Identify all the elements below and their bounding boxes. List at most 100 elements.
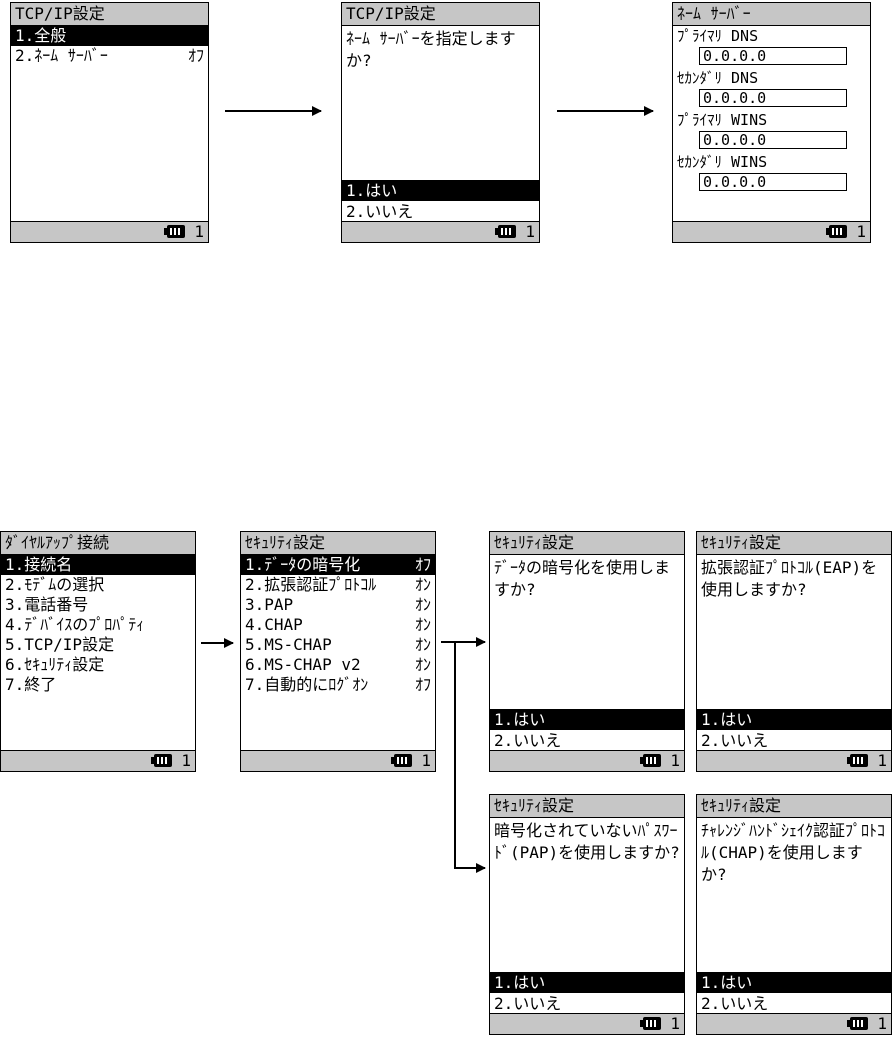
menu-item-pap[interactable]: 3.PAP ｵﾝ: [241, 595, 435, 615]
menu-item-value: ｵﾝ: [414, 615, 431, 634]
status-bar: 1: [490, 1013, 684, 1034]
options-list: 1.はい 2.いいえ: [697, 972, 891, 1014]
chap-confirm-screen: ｾｷｭﾘﾃｨ設定 ﾁｬﾚﾝｼﾞﾊﾝﾄﾞｼｪｲｸ認証ﾌﾟﾛﾄｺﾙ(CHAP)を使用…: [696, 794, 892, 1035]
menu-item-label: 5.MS-CHAP: [245, 635, 332, 654]
status-number: 1: [421, 751, 431, 770]
question-text: ﾈｰﾑ ｻｰﾊﾞｰを指定しますか?: [346, 29, 516, 70]
primary-dns-field[interactable]: 0.0.0.0: [699, 47, 847, 65]
menu-item-label: 7.自動的にﾛｸﾞｵﾝ: [245, 675, 369, 694]
question-text: ﾁｬﾚﾝｼﾞﾊﾝﾄﾞｼｪｲｸ認証ﾌﾟﾛﾄｺﾙ(CHAP)を使用しますか?: [701, 821, 886, 884]
menu-item-value: ｵﾝ: [414, 575, 431, 594]
status-number: 1: [670, 1014, 680, 1033]
option-no[interactable]: 2.いいえ: [494, 994, 562, 1013]
menu-item-name-server[interactable]: 2.ﾈｰﾑ ｻｰﾊﾞｰ ｵﾌ: [11, 46, 208, 66]
primary-wins-field[interactable]: 0.0.0.0: [699, 131, 847, 149]
menu-item-label: 1.全般: [15, 26, 67, 45]
options-list: 1.はい 2.いいえ: [490, 972, 684, 1014]
option-yes[interactable]: 1.はい: [342, 180, 539, 201]
status-number: 1: [877, 751, 887, 770]
options-list: 1.はい 2.いいえ: [490, 709, 684, 751]
battery-icon: [847, 754, 868, 767]
menu-item-auto-logon[interactable]: 7.自動的にﾛｸﾞｵﾝ ｵﾌ: [241, 675, 435, 695]
option-yes[interactable]: 1.はい: [490, 972, 684, 993]
menu-item-label: 6.MS-CHAP v2: [245, 655, 361, 674]
menu-item-eap[interactable]: 2.拡張認証ﾌﾟﾛﾄｺﾙ ｵﾝ: [241, 575, 435, 595]
secondary-dns-label: ｾｶﾝﾀﾞﾘ DNS: [677, 69, 759, 87]
option-yes[interactable]: 1.はい: [490, 709, 684, 730]
battery-icon: [847, 1017, 868, 1030]
screen-title: ｾｷｭﾘﾃｨ設定: [490, 795, 684, 818]
menu-item-data-encryption[interactable]: 1.ﾃﾞｰﾀの暗号化 ｵﾌ: [241, 555, 435, 575]
secondary-dns-field[interactable]: 0.0.0.0: [699, 89, 847, 107]
menu-item-label: 2.ﾈｰﾑ ｻｰﾊﾞｰ: [15, 46, 108, 65]
status-number: 1: [525, 222, 535, 241]
option-yes[interactable]: 1.はい: [697, 709, 891, 730]
menu-item-chap[interactable]: 4.CHAP ｵﾝ: [241, 615, 435, 635]
menu-item-value: ｵﾝ: [414, 655, 431, 674]
screen-title: ｾｷｭﾘﾃｨ設定: [697, 795, 891, 818]
status-bar: 1: [697, 750, 891, 771]
battery-icon: [391, 754, 412, 767]
status-number: 1: [181, 751, 191, 770]
secondary-wins-field[interactable]: 0.0.0.0: [699, 173, 847, 191]
status-bar: 1: [1, 750, 195, 771]
name-server-screen: ﾈｰﾑ ｻｰﾊﾞｰ ﾌﾟﾗｲﾏﾘ DNS 0.0.0.0 ｾｶﾝﾀﾞﾘ DNS …: [672, 2, 871, 243]
menu-item-label: 3.PAP: [245, 595, 294, 614]
battery-icon: [640, 754, 661, 767]
status-bar: 1: [673, 221, 870, 242]
primary-wins-label: ﾌﾟﾗｲﾏﾘ WINS: [677, 111, 768, 129]
status-number: 1: [670, 751, 680, 770]
option-yes[interactable]: 1.はい: [697, 972, 891, 993]
menu-item-security-settings[interactable]: 6.ｾｷｭﾘﾃｨ設定: [5, 655, 105, 674]
status-number: 1: [194, 222, 204, 241]
menu-item-exit[interactable]: 7.終了: [5, 675, 57, 694]
status-bar: 1: [241, 750, 435, 771]
option-no[interactable]: 2.いいえ: [701, 731, 769, 750]
battery-icon: [495, 225, 516, 238]
screen-title: ﾀﾞｲﾔﾙｱｯﾌﾟ接続: [1, 532, 195, 555]
status-bar: 1: [11, 221, 208, 242]
status-bar: 1: [342, 221, 539, 242]
battery-icon: [164, 225, 185, 238]
arrow-bottom-branch-down: [454, 642, 486, 873]
option-no[interactable]: 2.いいえ: [346, 202, 414, 221]
battery-icon: [151, 754, 172, 767]
menu-item-modem-select[interactable]: 2.ﾓﾃﾞﾑの選択: [5, 575, 105, 594]
battery-icon: [640, 1017, 661, 1030]
menu-item-ms-chap[interactable]: 5.MS-CHAP ｵﾝ: [241, 635, 435, 655]
menu-item-tcpip-settings[interactable]: 5.TCP/IP設定: [5, 635, 115, 654]
status-number: 1: [877, 1014, 887, 1033]
tcpip-menu-screen: TCP/IP設定 1.全般 2.ﾈｰﾑ ｻｰﾊﾞｰ ｵﾌ 1: [10, 2, 209, 243]
options-list: 1.はい 2.いいえ: [342, 180, 539, 222]
dialup-menu-screen: ﾀﾞｲﾔﾙｱｯﾌﾟ接続 1.接続名 2.ﾓﾃﾞﾑの選択 3.電話番号 4.ﾃﾞﾊ…: [0, 531, 196, 772]
battery-icon: [826, 225, 847, 238]
pap-confirm-screen: ｾｷｭﾘﾃｨ設定 暗号化されていないﾊﾟｽﾜｰﾄﾞ(PAP)を使用しますか? 1…: [489, 794, 685, 1035]
status-number: 1: [856, 222, 866, 241]
menu-item-value: ｵﾌ: [414, 555, 431, 574]
menu-item-value: ｵﾌ: [187, 46, 204, 65]
menu-item-label: 1.ﾃﾞｰﾀの暗号化: [245, 555, 361, 574]
question-text: ﾃﾞｰﾀの暗号化を使用しますか?: [494, 558, 671, 599]
option-no[interactable]: 2.いいえ: [494, 731, 562, 750]
menu-item-phone-number[interactable]: 3.電話番号: [5, 595, 89, 614]
option-no[interactable]: 2.いいえ: [701, 994, 769, 1013]
menu-item-ms-chap-v2[interactable]: 6.MS-CHAP v2 ｵﾝ: [241, 655, 435, 675]
screen-title: TCP/IP設定: [342, 3, 539, 26]
question-text: 暗号化されていないﾊﾟｽﾜｰﾄﾞ(PAP)を使用しますか?: [494, 821, 680, 862]
eap-confirm-screen: ｾｷｭﾘﾃｨ設定 拡張認証ﾌﾟﾛﾄｺﾙ(EAP)を使用しますか? 1.はい 2.…: [696, 531, 892, 772]
status-bar: 1: [490, 750, 684, 771]
screen-title: ｾｷｭﾘﾃｨ設定: [697, 532, 891, 555]
menu-item-general[interactable]: 1.全般: [11, 26, 208, 46]
menu-item-connection-name[interactable]: 1.接続名: [1, 555, 195, 575]
menu-item-device-properties[interactable]: 4.ﾃﾞﾊﾞｲｽのﾌﾟﾛﾊﾟﾃｨ: [5, 615, 145, 634]
menu-item-value: ｵﾝ: [414, 595, 431, 614]
screen-title: ﾈｰﾑ ｻｰﾊﾞｰ: [673, 3, 870, 26]
screen-title: ｾｷｭﾘﾃｨ設定: [490, 532, 684, 555]
menu-item-label: 4.CHAP: [245, 615, 303, 634]
secondary-wins-label: ｾｶﾝﾀﾞﾘ WINS: [677, 153, 768, 171]
options-list: 1.はい 2.いいえ: [697, 709, 891, 751]
question-text: 拡張認証ﾌﾟﾛﾄｺﾙ(EAP)を使用しますか?: [701, 558, 878, 599]
status-bar: 1: [697, 1013, 891, 1034]
security-menu-screen: ｾｷｭﾘﾃｨ設定 1.ﾃﾞｰﾀの暗号化 ｵﾌ 2.拡張認証ﾌﾟﾛﾄｺﾙ ｵﾝ 3…: [240, 531, 436, 772]
